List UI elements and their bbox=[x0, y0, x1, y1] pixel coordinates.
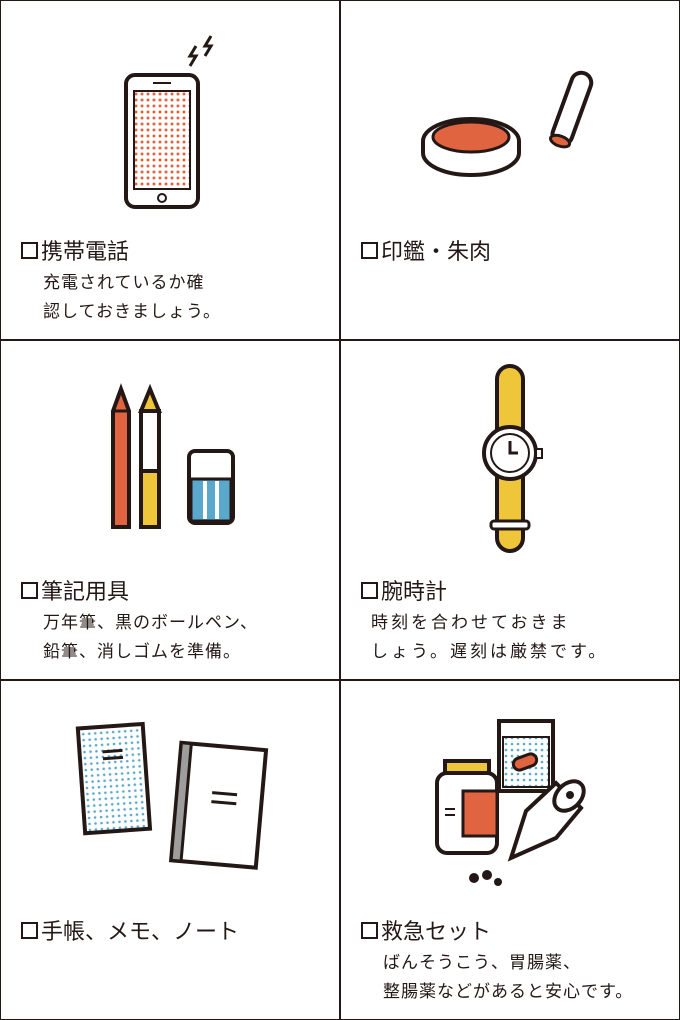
item-description: 充電されているか確 認しておきましょう。 bbox=[43, 273, 221, 322]
checkbox[interactable] bbox=[361, 241, 378, 259]
checklist-item-watch: 腕時計 時刻を合わせておきま しょう。遅刻は厳禁です。 bbox=[340, 340, 680, 680]
checklist-item-notebooks: 手帳、メモ、ノート bbox=[0, 680, 340, 1020]
item-title: 手帳、メモ、ノート bbox=[41, 920, 240, 945]
item-title: 携帯電話 bbox=[41, 240, 130, 265]
wristwatch-icon bbox=[482, 364, 543, 553]
checkbox[interactable] bbox=[21, 921, 38, 939]
checkbox[interactable] bbox=[21, 241, 38, 259]
checkbox[interactable] bbox=[361, 921, 378, 939]
stamp-and-ink-pad-icon bbox=[421, 70, 594, 177]
checkbox[interactable] bbox=[21, 581, 38, 599]
item-description: ばんそうこう、胃腸薬、 整腸薬などがあると安心です。 bbox=[383, 953, 634, 1002]
item-description: 万年筆、黒のボールペン、 鉛筆、消しゴムを準備。 bbox=[43, 613, 258, 662]
item-title: 腕時計 bbox=[381, 580, 448, 605]
item-title: 筆記用具 bbox=[41, 580, 130, 605]
checklist-item-stamp: 印鑑・朱肉 bbox=[340, 0, 680, 340]
checklist-item-phone: 携帯電話 充電されているか確 認しておきましょう。 bbox=[0, 0, 340, 340]
item-title: 印鑑・朱肉 bbox=[381, 240, 492, 265]
item-title: 救急セット bbox=[381, 920, 492, 945]
checklist-item-writing-tools: 筆記用具 万年筆、黒のボールペン、 鉛筆、消しゴムを準備。 bbox=[0, 340, 340, 680]
smartphone-icon bbox=[124, 35, 214, 209]
checkbox[interactable] bbox=[361, 581, 378, 599]
checklist-item-first-aid: 救急セット ばんそうこう、胃腸薬、 整腸薬などがあると安心です。 bbox=[340, 680, 680, 1020]
notebooks-icon bbox=[75, 721, 269, 870]
first-aid-kit-icon bbox=[435, 719, 586, 886]
item-description: 時刻を合わせておきま しょう。遅刻は厳禁です。 bbox=[371, 613, 609, 662]
pens-and-eraser-icon bbox=[111, 383, 235, 529]
